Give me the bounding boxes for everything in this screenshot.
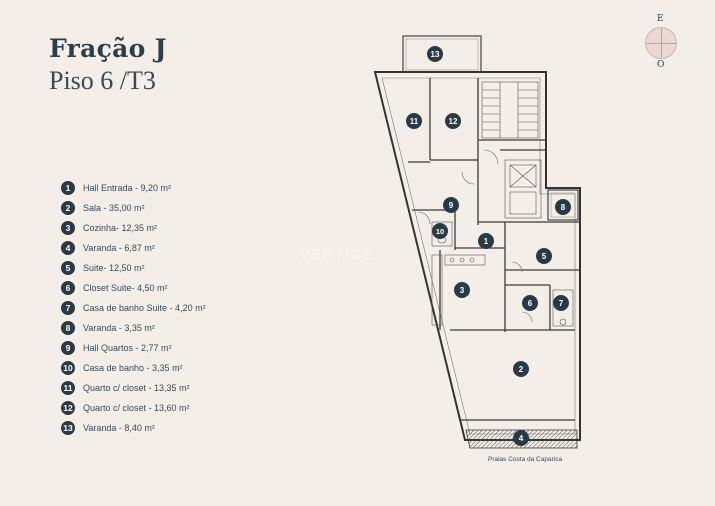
room-marker-10: 10 xyxy=(432,223,448,239)
svg-text:11: 11 xyxy=(410,117,419,126)
svg-text:5: 5 xyxy=(542,252,547,261)
interior-walls xyxy=(408,78,580,421)
legend-badge: 4 xyxy=(61,241,75,255)
legend-badge: 3 xyxy=(61,221,75,235)
svg-text:9: 9 xyxy=(449,201,454,210)
room-marker-3: 3 xyxy=(454,282,470,298)
svg-text:3: 3 xyxy=(460,286,465,295)
bathroom-fixtures xyxy=(431,221,574,327)
room-marker-9: 9 xyxy=(443,197,459,213)
svg-text:4: 4 xyxy=(519,434,524,443)
legend-label: Sala - 35,00 m² xyxy=(83,203,145,213)
room-marker-11: 11 xyxy=(406,113,422,129)
watermark: VÉRTICE xyxy=(300,246,375,262)
legend-item: 2 Sala - 35,00 m² xyxy=(61,200,261,216)
svg-text:7: 7 xyxy=(559,299,564,308)
orientation-caption: Praias Costa da Caparica xyxy=(488,456,563,463)
legend-item: 4 Varanda - 6,87 m² xyxy=(61,240,261,256)
legend-label: Cozinha- 12,35 m² xyxy=(83,223,158,233)
compass-west: O xyxy=(657,60,665,70)
svg-text:6: 6 xyxy=(528,299,533,308)
legend-label: Varanda - 3,35 m² xyxy=(83,323,155,333)
legend-item: 8 Varanda - 3,35 m² xyxy=(61,320,261,336)
room-marker-12: 12 xyxy=(445,113,461,129)
legend-badge: 13 xyxy=(61,421,75,435)
legend-label: Casa de banho - 3,35 m² xyxy=(83,363,183,373)
legend-label: Suite- 12,50 m² xyxy=(83,263,145,273)
svg-text:2: 2 xyxy=(519,365,524,374)
legend-badge: 1 xyxy=(61,181,75,195)
legend-badge: 2 xyxy=(61,201,75,215)
legend-item: 10 Casa de banho - 3,35 m² xyxy=(61,360,261,376)
legend-badge: 7 xyxy=(61,301,75,315)
legend-badge: 5 xyxy=(61,261,75,275)
svg-text:13: 13 xyxy=(431,50,440,59)
balcony-8 xyxy=(547,189,579,221)
legend-item: 12 Quarto c/ closet - 13,60 m² xyxy=(61,400,261,416)
svg-text:10: 10 xyxy=(436,227,444,236)
legend-item: 5 Suite- 12,50 m² xyxy=(61,260,261,276)
legend-badge: 6 xyxy=(61,281,75,295)
page-title: Fração J xyxy=(49,34,167,63)
room-marker-5: 5 xyxy=(536,248,552,264)
room-marker-7: 7 xyxy=(553,295,569,311)
room-marker-8: 8 xyxy=(555,199,571,215)
legend-label: Quarto c/ closet - 13,60 m² xyxy=(83,403,190,413)
svg-text:1: 1 xyxy=(484,237,489,246)
legend-badge: 11 xyxy=(61,381,75,395)
page-subtitle: Piso 6 /T3 xyxy=(49,66,156,95)
legend-label: Casa de banho Suite - 4,20 m² xyxy=(83,303,206,313)
legend-item: 11 Quarto c/ closet - 13,35 m² xyxy=(61,380,261,396)
kitchen-counter xyxy=(431,254,486,326)
svg-text:12: 12 xyxy=(449,117,458,126)
compass-east: E xyxy=(657,14,664,24)
legend-label: Closet Suite- 4,50 m² xyxy=(83,283,168,293)
stair-core xyxy=(481,81,542,219)
legend-badge: 10 xyxy=(61,361,75,375)
legend-item: 3 Cozinha- 12,35 m² xyxy=(61,220,261,236)
compass-icon xyxy=(645,27,677,59)
legend-item: 7 Casa de banho Suite - 4,20 m² xyxy=(61,300,261,316)
legend-item: 13 Varanda - 8,40 m² xyxy=(61,420,261,436)
door-swings xyxy=(417,149,533,323)
room-marker-13: 13 xyxy=(427,46,443,62)
room-marker-6: 6 xyxy=(522,295,538,311)
legend-badge: 8 xyxy=(61,321,75,335)
legend-item: 6 Closet Suite- 4,50 m² xyxy=(61,280,261,296)
room-marker-4: 4 xyxy=(513,430,529,446)
legend-label: Hall Quartos - 2,77 m² xyxy=(83,343,172,353)
legend-item: 1 Hall Entrada - 9,20 m² xyxy=(61,180,261,196)
legend-item: 9 Hall Quartos - 2,77 m² xyxy=(61,340,261,356)
legend-label: Varanda - 6,87 m² xyxy=(83,243,155,253)
room-markers: 13 11 12 9 8 10 1 5 3 6 7 2 4 xyxy=(406,46,571,446)
legend-label: Quarto c/ closet - 13,35 m² xyxy=(83,383,190,393)
room-marker-1: 1 xyxy=(478,233,494,249)
legend-label: Hall Entrada - 9,20 m² xyxy=(83,183,172,193)
room-marker-2: 2 xyxy=(513,361,529,377)
legend-label: Varanda - 8,40 m² xyxy=(83,423,155,433)
svg-text:8: 8 xyxy=(561,203,566,212)
legend-badge: 9 xyxy=(61,341,75,355)
legend-badge: 12 xyxy=(61,401,75,415)
